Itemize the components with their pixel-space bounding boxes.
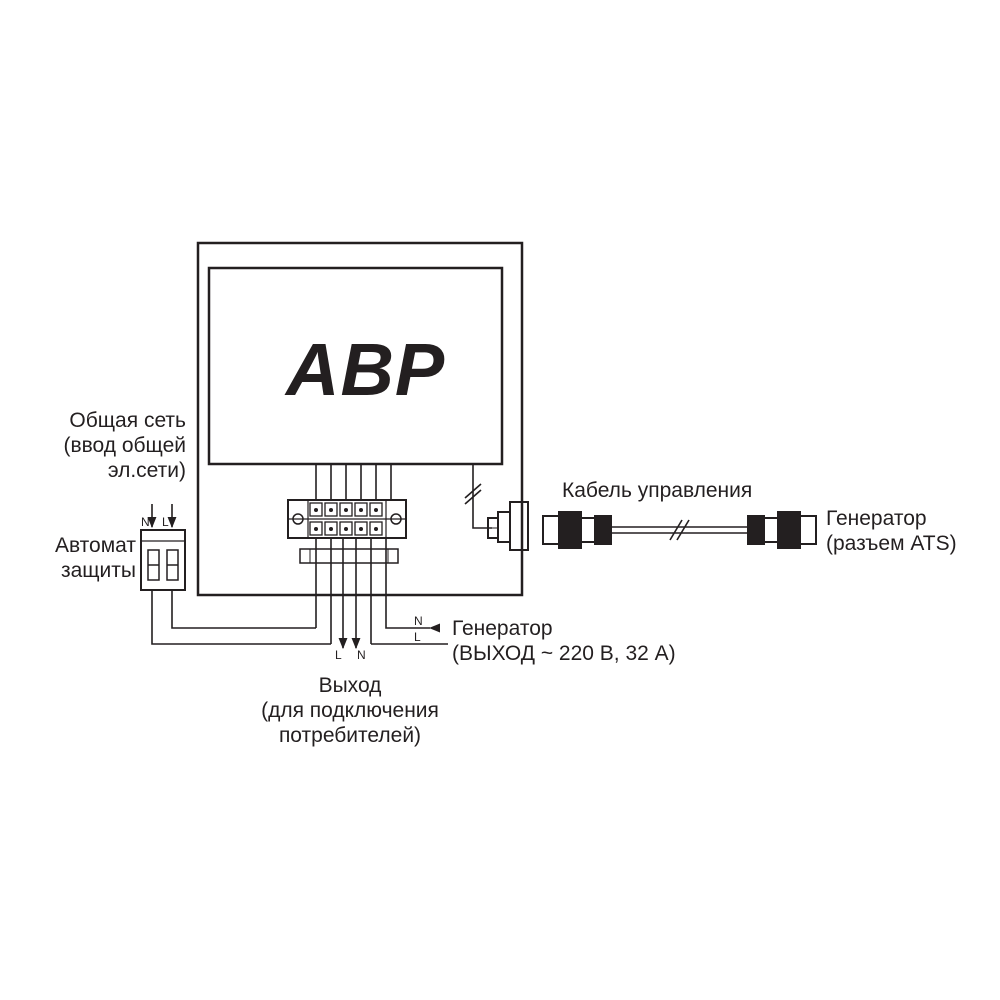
ats-cabinet xyxy=(196,241,524,597)
device-title: ABP xyxy=(286,328,446,411)
generator-output-line-1: Генератор xyxy=(452,617,553,640)
external-wires xyxy=(315,538,387,650)
output-l-label: L xyxy=(335,648,342,662)
terminal-block xyxy=(287,499,407,539)
mains-wiring xyxy=(147,504,331,645)
generator-output-line-2: (ВЫХОД ~ 220 В, 32 А) xyxy=(452,642,676,665)
control-cable-label: Кабель управления xyxy=(562,479,753,502)
output-n-label: N xyxy=(357,648,366,662)
output-label-line-3: потребителей) xyxy=(278,724,422,747)
mains-label-line-3: эл.сети) xyxy=(107,459,186,482)
mains-l-label: L xyxy=(162,515,169,529)
control-cable xyxy=(542,511,817,549)
output-label: Выход (для подключения потребителей) xyxy=(200,673,500,748)
mains-label: Общая сеть (ввод общей эл.сети) xyxy=(18,408,186,483)
mains-label-line-1: Общая сеть xyxy=(69,409,186,432)
generator-n-label: N xyxy=(414,614,423,628)
generator-connector-label: Генератор (разъем ATS) xyxy=(826,506,957,556)
breaker-label-line-1: Автомат xyxy=(54,534,136,557)
generator-connector-line-2: (разъем ATS) xyxy=(826,532,957,555)
cable-clamp-strip xyxy=(299,548,399,564)
generator-output-label: Генератор (ВЫХОД ~ 220 В, 32 А) xyxy=(452,616,676,666)
ats-display-panel xyxy=(207,266,504,466)
internal-wires xyxy=(315,464,392,500)
mains-label-line-2: (ввод общей xyxy=(63,434,186,457)
ats-socket xyxy=(487,501,529,551)
breaker-label: Автомат защиты xyxy=(10,533,136,583)
output-label-line-1: Выход xyxy=(318,674,382,697)
control-cable-internal xyxy=(464,464,492,529)
generator-connector-line-1: Генератор xyxy=(826,507,927,530)
breaker-label-line-2: защиты xyxy=(60,559,136,582)
mains-n-label: N xyxy=(141,515,150,529)
generator-output-wires xyxy=(371,623,448,645)
output-label-line-2: (для подключения xyxy=(261,699,439,722)
generator-l-label: L xyxy=(414,630,421,644)
circuit-breaker xyxy=(140,529,186,591)
